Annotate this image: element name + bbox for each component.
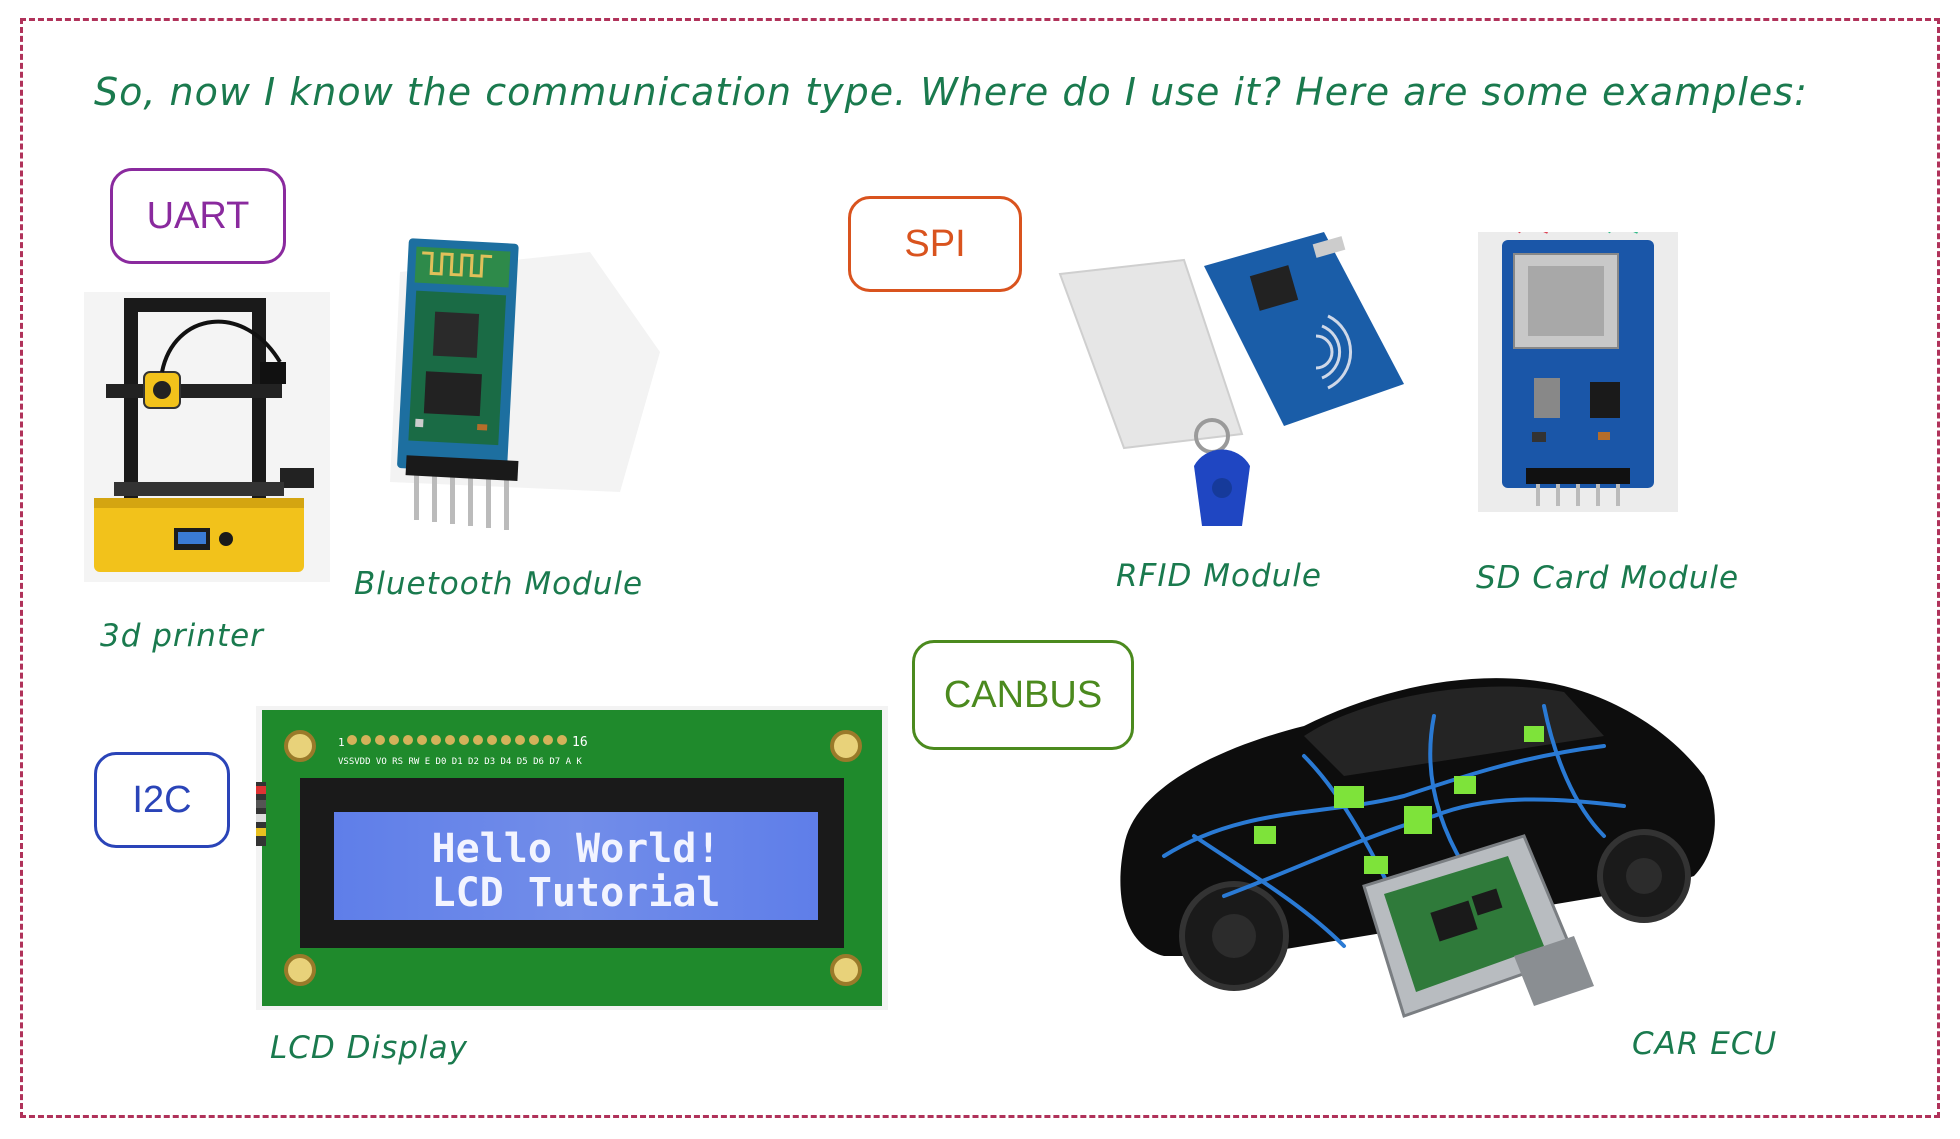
lcd-pin-end: 16 — [572, 735, 588, 750]
spi-label: SPI — [904, 222, 966, 265]
uart-tag: UART — [110, 168, 286, 264]
spi-tag: SPI — [848, 196, 1022, 292]
printer-caption: 3d printer — [100, 618, 264, 654]
lcd-display-photo: 1 16 VSSVDD VO RS RW E D0 D1 D2 D3 D4 D5… — [256, 706, 888, 1010]
lcd-pin-labels: VSSVDD VO RS RW E D0 D1 D2 D3 D4 D5 D6 D… — [338, 757, 582, 767]
sdcard-caption: SD Card Module — [1476, 560, 1740, 596]
lcd-pin-start: 1 — [338, 736, 345, 749]
lcd-line-1: Hello World! — [432, 826, 721, 872]
canbus-label: CANBUS — [943, 673, 1103, 716]
i2c-tag: I2C — [94, 752, 230, 848]
3d-printer-photo — [84, 292, 330, 582]
bluetooth-module-photo — [390, 238, 660, 530]
headline: So, now I know the communication type. W… — [94, 70, 1808, 114]
lcd-line-2: LCD Tutorial — [432, 870, 721, 916]
lcd-caption: LCD Display — [270, 1030, 468, 1066]
sd-card-module-photo — [1478, 232, 1678, 512]
rfid-caption: RFID Module — [1116, 558, 1322, 594]
dashed-frame — [20, 18, 1940, 1118]
bluetooth-caption: Bluetooth Module — [354, 566, 644, 602]
uart-label: UART — [146, 194, 250, 237]
ecu-caption: CAR ECU — [1632, 1026, 1778, 1062]
car-ecu-photo — [1120, 678, 1715, 1018]
rfid-module-photo — [1058, 232, 1404, 526]
i2c-label: I2C — [132, 778, 192, 821]
canbus-tag: CANBUS — [912, 640, 1134, 750]
